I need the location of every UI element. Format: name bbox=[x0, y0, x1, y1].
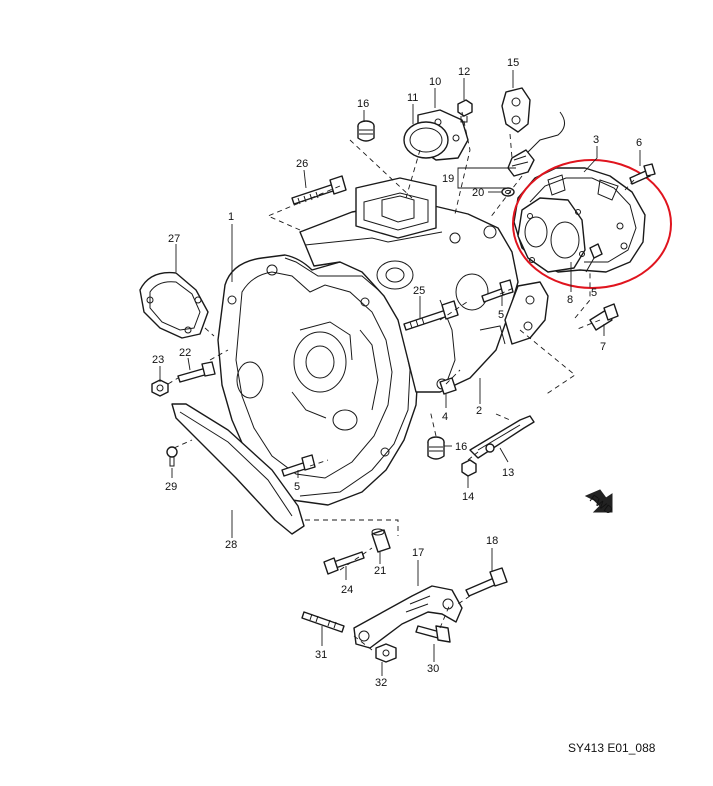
callout-5-side: 5 bbox=[498, 309, 504, 321]
callout-5-rear: 5 bbox=[591, 287, 597, 299]
callout-14: 14 bbox=[462, 491, 474, 503]
upper-case-part bbox=[299, 177, 549, 393]
bolt-24 bbox=[323, 551, 365, 575]
sensor-7 bbox=[589, 303, 619, 331]
callout-5-front: 5 bbox=[294, 481, 300, 493]
callout-17: 17 bbox=[412, 547, 424, 559]
dowel-21 bbox=[371, 528, 391, 553]
callout-16-bottom: 16 bbox=[455, 441, 467, 453]
callout-27: 27 bbox=[168, 233, 180, 245]
callout-19: 19 bbox=[442, 173, 454, 185]
callout-1: 1 bbox=[228, 211, 234, 223]
callout-26: 26 bbox=[296, 158, 308, 170]
bolt-6 bbox=[629, 163, 656, 185]
highlight-circle bbox=[512, 159, 672, 289]
switch-part bbox=[507, 111, 565, 177]
fwd-arrow-icon: FWD bbox=[584, 489, 615, 517]
callout-22: 22 bbox=[179, 347, 191, 359]
transmission-case-part bbox=[217, 254, 419, 506]
assembly-lines bbox=[167, 111, 635, 651]
oil-gauge-part bbox=[469, 415, 535, 459]
callout-18: 18 bbox=[486, 535, 498, 547]
callout-12: 12 bbox=[458, 66, 470, 78]
bolt-26 bbox=[291, 175, 347, 205]
bolt-5-front bbox=[281, 454, 316, 477]
bolt-30 bbox=[415, 625, 451, 643]
bolt-25 bbox=[403, 300, 459, 331]
callout-23: 23 bbox=[152, 354, 164, 366]
callout-6: 6 bbox=[636, 137, 642, 149]
nut-23 bbox=[151, 379, 169, 397]
callout-8: 8 bbox=[567, 294, 573, 306]
bolt-29 bbox=[166, 446, 178, 467]
callout-labels: 1 2 3 4 5 5 5 6 7 8 10 11 12 13 14 15 16… bbox=[152, 57, 642, 689]
callout-2: 2 bbox=[476, 405, 482, 417]
callout-4: 4 bbox=[442, 411, 448, 423]
callout-15: 15 bbox=[507, 57, 519, 69]
bracket-part bbox=[501, 87, 531, 133]
extension-case-part bbox=[513, 167, 646, 273]
callout-10: 10 bbox=[429, 76, 441, 88]
leader-lines bbox=[159, 70, 641, 676]
callout-20: 20 bbox=[472, 187, 484, 199]
callout-7: 7 bbox=[600, 341, 606, 353]
callout-28: 28 bbox=[225, 539, 237, 551]
bolt-8 bbox=[585, 243, 603, 273]
mount-bracket-part bbox=[353, 585, 463, 649]
callout-16-top: 16 bbox=[357, 98, 369, 110]
drawing-code: SY413 E01_088 bbox=[568, 741, 656, 755]
callout-32: 32 bbox=[375, 677, 387, 689]
callout-30: 30 bbox=[427, 663, 439, 675]
plug-bottom-part bbox=[427, 436, 445, 460]
cover-plate-part bbox=[171, 403, 305, 535]
gasket-part bbox=[139, 271, 209, 339]
bolt-18 bbox=[465, 567, 508, 597]
callout-11: 11 bbox=[407, 92, 418, 104]
stud-31 bbox=[301, 611, 345, 633]
callout-24: 24 bbox=[341, 584, 353, 596]
callout-3: 3 bbox=[593, 134, 599, 146]
bolt-14 bbox=[461, 459, 477, 477]
washer-20 bbox=[501, 187, 515, 197]
bolt-5-side bbox=[481, 279, 514, 303]
top-gasket-part bbox=[403, 121, 449, 159]
callout-13: 13 bbox=[502, 467, 514, 479]
callout-31: 31 bbox=[315, 649, 327, 661]
callout-29: 29 bbox=[165, 481, 177, 493]
bolt-4 bbox=[439, 377, 457, 395]
nut-32 bbox=[375, 643, 397, 663]
callout-21: 21 bbox=[374, 565, 386, 577]
bolt-22 bbox=[177, 361, 216, 383]
plug-top-part bbox=[357, 120, 375, 142]
callout-25: 25 bbox=[413, 285, 425, 297]
